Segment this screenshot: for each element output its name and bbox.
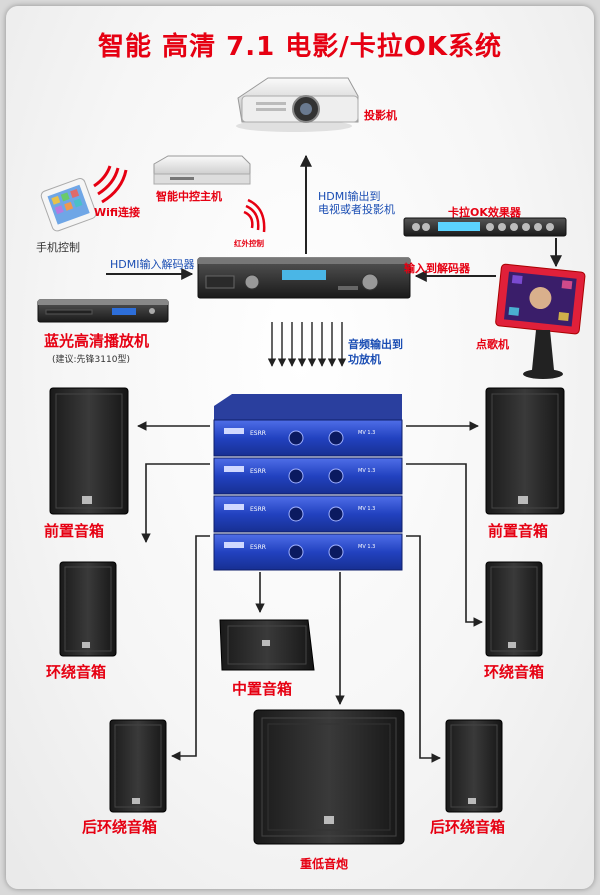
hdmi-output-line2: 电视或者投影机 xyxy=(318,203,395,216)
amplifier-unit: ESRR MV 1.3 xyxy=(213,457,403,495)
amplifier-unit: ESRR MV 1.3 xyxy=(213,533,403,571)
smart-host-label: 智能中控主机 xyxy=(156,190,222,203)
karaoke-effects-device xyxy=(403,217,567,237)
surround-right-speaker xyxy=(485,561,543,657)
bluray-device xyxy=(37,299,169,323)
song-machine-label: 点歌机 xyxy=(476,338,509,351)
page-title: 智能 高清 7.1 电影/卡拉OK系统 xyxy=(98,32,502,62)
rear-right-label: 后环绕音箱 xyxy=(430,818,506,836)
center-speaker xyxy=(219,619,315,671)
decoder-device xyxy=(197,257,411,299)
front-right-label: 前置音箱 xyxy=(488,522,549,540)
amplifier-unit: ESRR MV 1.3 xyxy=(213,394,403,457)
amp-brand-4: ESRR xyxy=(250,544,266,551)
amp-brand-1: ESRR xyxy=(250,430,266,437)
amp-brand-3: ESRR xyxy=(250,506,266,513)
smart-host-device xyxy=(153,155,251,185)
infrared-label: 红外控制 xyxy=(234,239,264,248)
karaoke-effects-label: 卡拉OK效果器 xyxy=(448,206,521,219)
front-left-speaker xyxy=(49,387,129,515)
song-machine-device xyxy=(495,263,586,379)
amp-model-1: MV 1.3 xyxy=(358,430,375,436)
bluray-label: 蓝光高清播放机 xyxy=(44,332,150,350)
hdmi-input-decoder-label: HDMI输入解码器 xyxy=(110,258,195,271)
rear-right-speaker xyxy=(445,719,503,813)
amplifier-unit: ESRR MV 1.3 xyxy=(213,495,403,533)
bluray-note: (建议:先锋3110型) xyxy=(52,355,130,365)
surround-right-label: 环绕音箱 xyxy=(484,663,545,681)
amp-model-4: MV 1.3 xyxy=(358,544,375,550)
surround-left-label: 环绕音箱 xyxy=(46,663,107,681)
subwoofer-label: 重低音炮 xyxy=(300,857,349,871)
subwoofer-speaker xyxy=(253,709,405,845)
speaker-connections xyxy=(137,421,483,763)
signal-arrows xyxy=(106,154,562,282)
infrared-icon xyxy=(243,198,266,233)
rear-left-label: 后环绕音箱 xyxy=(82,818,158,836)
amplifier-stack: ESRR MV 1.3 ESRR MV 1.3 ESRR MV 1.3 xyxy=(213,394,403,571)
audio-output-line2: 功放机 xyxy=(348,353,381,366)
center-label: 中置音箱 xyxy=(232,680,293,698)
rear-left-speaker xyxy=(109,719,167,813)
audio-output-line1: 音频输出到 xyxy=(348,338,403,351)
system-diagram: ESRR MV 1.3 ESRR MV 1.3 ESRR MV 1.3 xyxy=(37,77,586,845)
diagram-card: 智能 高清 7.1 电影/卡拉OK系统 xyxy=(6,6,594,889)
hdmi-output-line1: HDMI输出到 xyxy=(318,190,381,203)
amp-brand-2: ESRR xyxy=(250,468,266,475)
audio-bundle-arrows xyxy=(267,322,347,367)
front-right-speaker xyxy=(485,387,565,515)
phone-device xyxy=(40,178,97,232)
wifi-icon xyxy=(93,165,128,204)
amp-model-3: MV 1.3 xyxy=(358,506,375,512)
projector-device xyxy=(236,77,359,132)
input-to-decoder-label: 输入到解码器 xyxy=(404,262,470,275)
front-left-label: 前置音箱 xyxy=(44,522,105,540)
wifi-label: Wifi连接 xyxy=(94,206,141,219)
phone-label: 手机控制 xyxy=(36,241,80,254)
surround-left-speaker xyxy=(59,561,117,657)
amp-model-2: MV 1.3 xyxy=(358,468,375,474)
projector-label: 投影机 xyxy=(364,109,397,122)
